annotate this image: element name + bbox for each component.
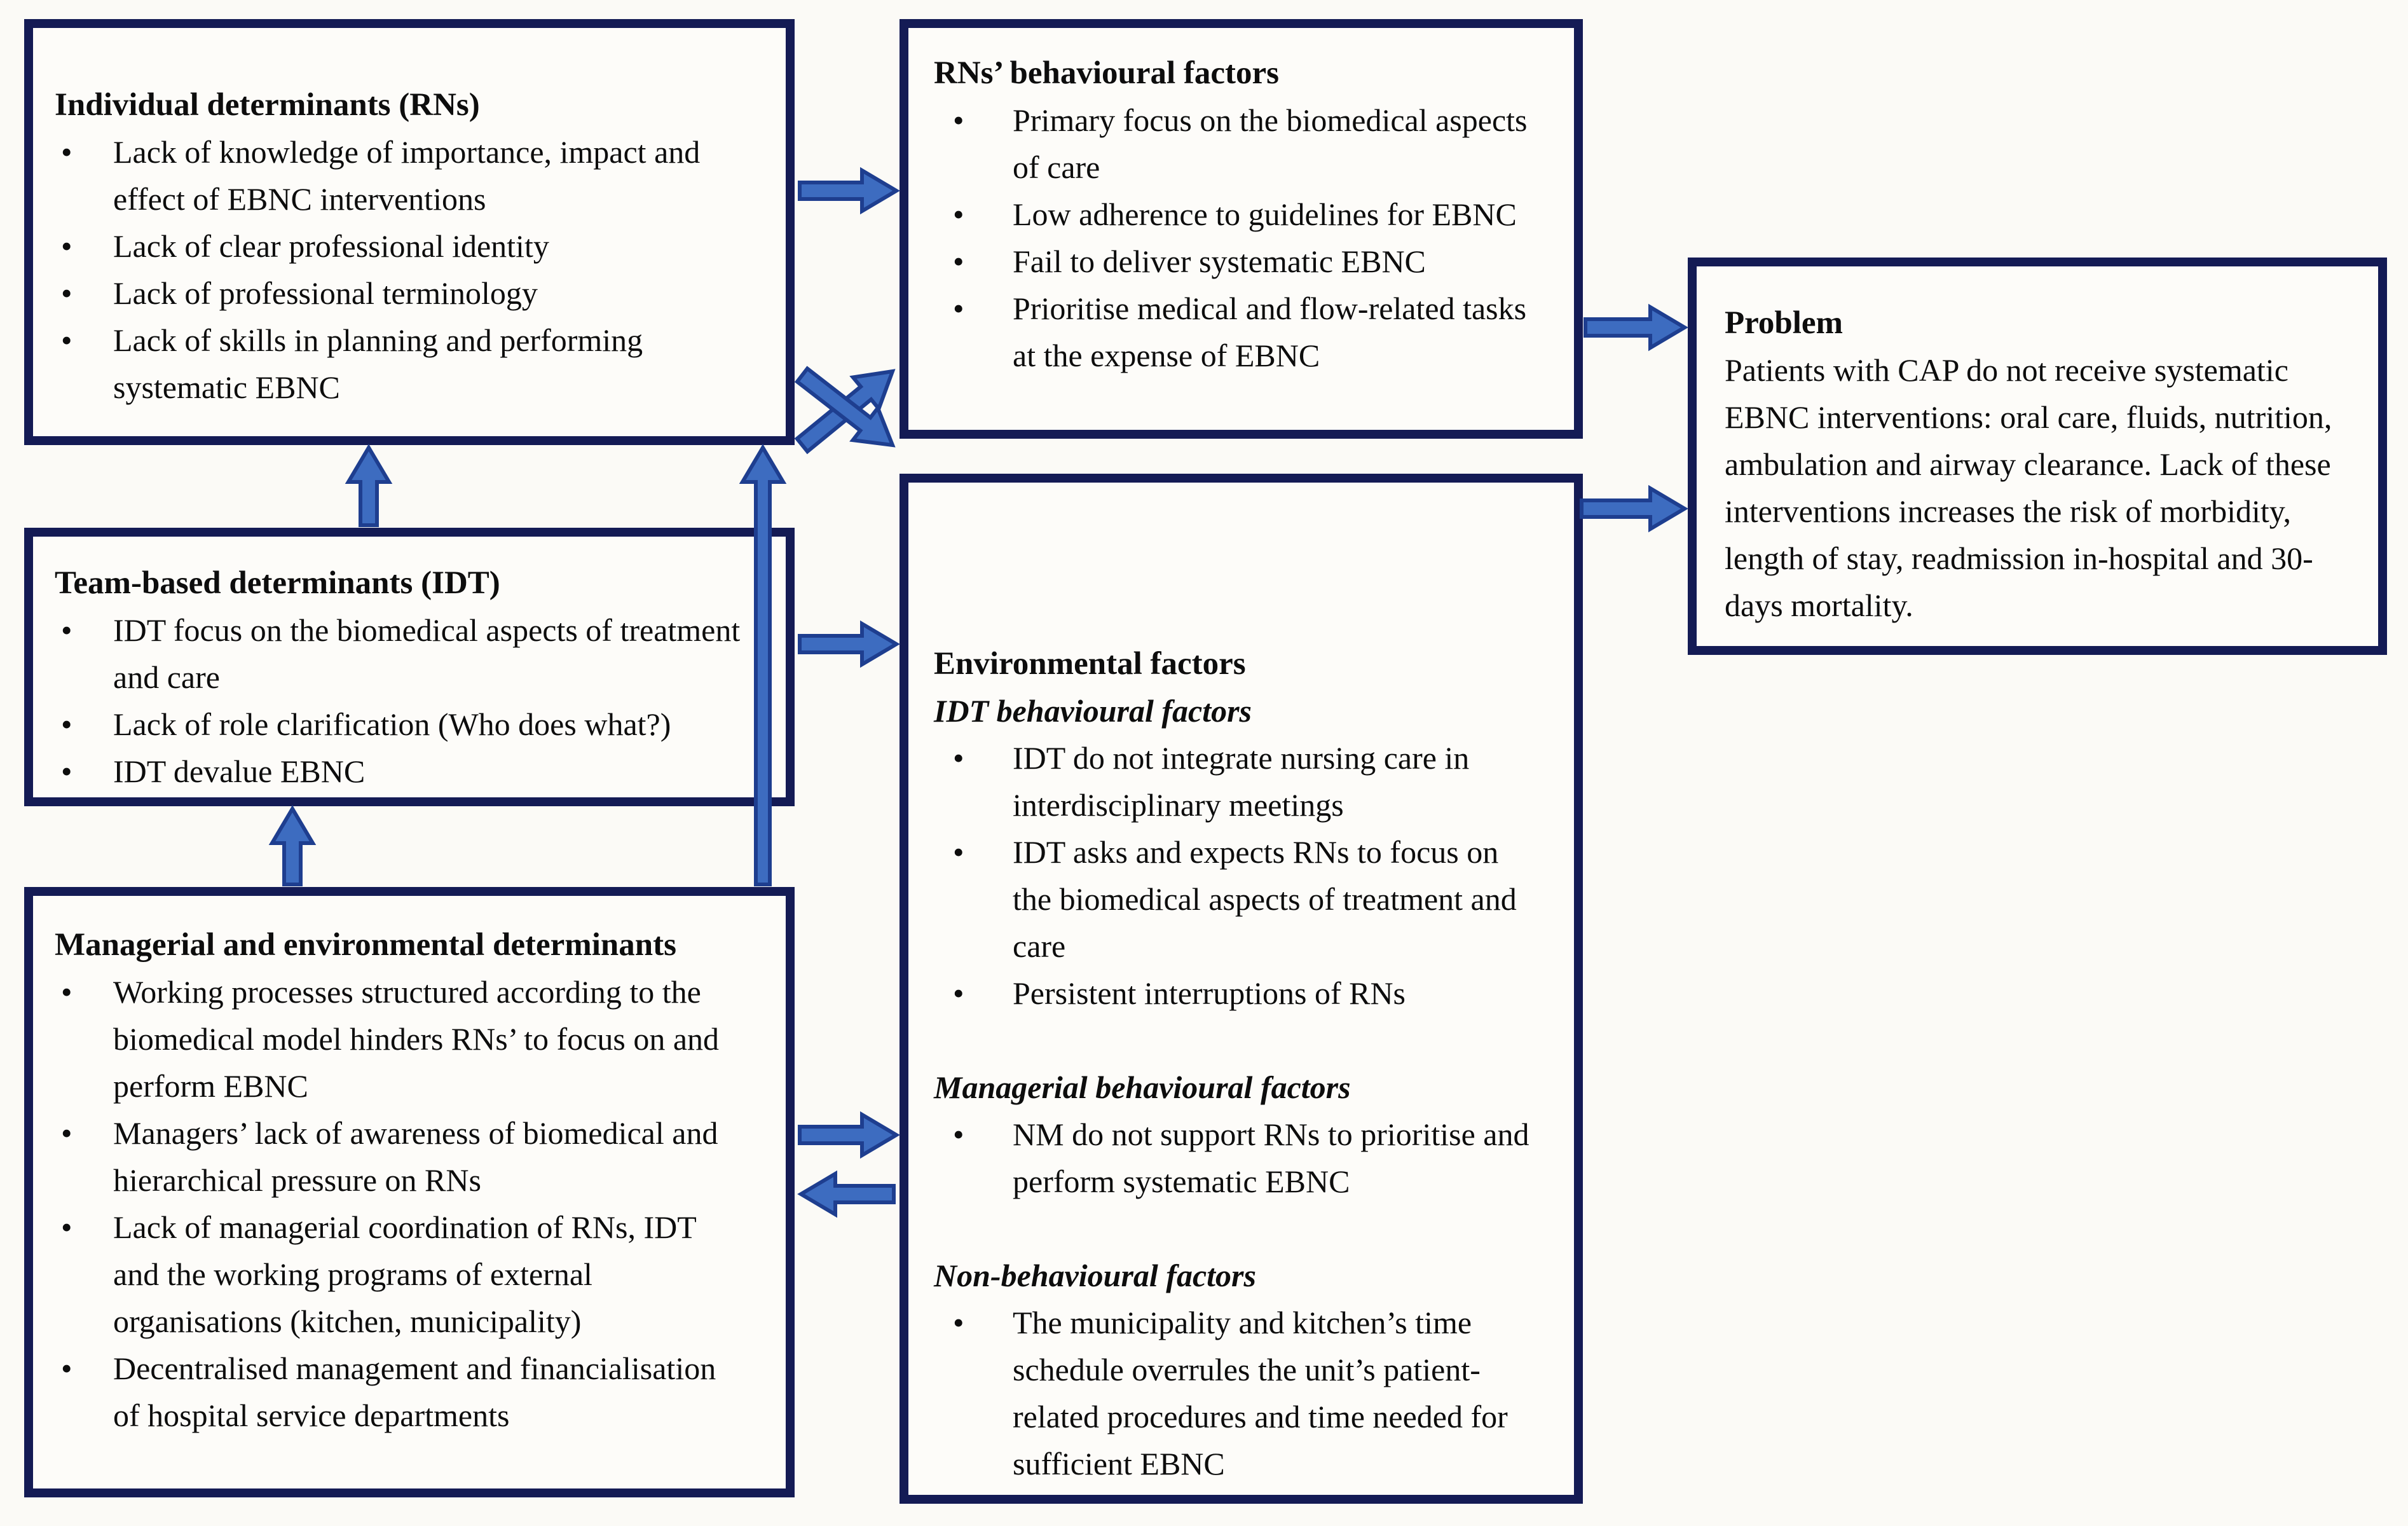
non-behavioural-list: The municipality and kitchen’s time sche…	[934, 1299, 1542, 1487]
bullet-item: Fail to deliver systematic EBNC	[934, 238, 1536, 285]
bullet-item: NM do not support RNs to prioritise and …	[934, 1111, 1542, 1205]
managerial-determinants-box: Managerial and environmental determinant…	[24, 887, 795, 1497]
environmental-factors-title: Environmental factors	[934, 646, 1246, 682]
bullet-item: Low adherence to guidelines for EBNC	[934, 191, 1536, 238]
bullet-item: Decentralised management and financialis…	[55, 1345, 748, 1439]
environmental-factors-box: Environmental factors IDT behavioural fa…	[900, 474, 1583, 1504]
bullet-item: Prioritise medical and flow-related task…	[934, 285, 1536, 379]
rns-behavioural-factors-box: RNs’ behavioural factors Primary focus o…	[900, 19, 1583, 439]
team-determinants-title: Team-based determinants (IDT)	[55, 565, 500, 601]
managerial-determinants-title: Managerial and environmental determinant…	[55, 927, 676, 963]
bullet-item: Lack of clear professional identity	[55, 223, 722, 270]
arrow-rns-to-problem	[1584, 303, 1688, 352]
bullet-item: IDT devalue EBNC	[55, 748, 748, 795]
section-spacer	[934, 1205, 1542, 1252]
bullet-item: IDT do not integrate nursing care in int…	[934, 734, 1542, 828]
bullet-item: IDT focus on the biomedical aspects of t…	[55, 607, 748, 701]
team-determinants-list: IDT focus on the biomedical aspects of t…	[55, 607, 748, 795]
arrow-team-to-individual	[345, 444, 393, 527]
arrow-cross-up-to-rns	[794, 369, 896, 455]
bullet-item: Primary focus on the biomedical aspects …	[934, 97, 1536, 191]
bullet-item: Lack of managerial coordination of RNs, …	[55, 1204, 748, 1345]
managerial-behavioural-heading: Managerial behavioural factors	[934, 1069, 1351, 1105]
rns-behavioural-factors-list: Primary focus on the biomedical aspects …	[934, 97, 1536, 379]
bullet-item: Lack of knowledge of importance, impact …	[55, 128, 722, 223]
arrow-cross-down-to-env	[794, 366, 896, 448]
managerial-behavioural-list: NM do not support RNs to prioritise and …	[934, 1111, 1542, 1205]
problem-box: Problem Patients with CAP do not receive…	[1688, 258, 2387, 655]
idt-behavioural-list: IDT do not integrate nursing care in int…	[934, 734, 1542, 1017]
rns-behavioural-factors-title: RNs’ behavioural factors	[934, 55, 1279, 91]
bullet-item: Lack of role clarification (Who does wha…	[55, 701, 748, 748]
bullet-item: Working processes structured according t…	[55, 968, 748, 1110]
individual-determinants-title: Individual determinants (RNs)	[55, 87, 480, 123]
managerial-behavioural-section: Managerial behavioural factors NM do not…	[934, 1064, 1542, 1205]
individual-determinants-box: Individual determinants (RNs) Lack of kn…	[24, 19, 795, 445]
arrow-env-to-problem	[1580, 485, 1688, 533]
individual-determinants-list: Lack of knowledge of importance, impact …	[55, 128, 722, 411]
arrow-managerial-to-team	[268, 805, 317, 886]
bullet-item: IDT asks and expects RNs to focus on the…	[934, 828, 1542, 970]
bullet-item: Managers’ lack of awareness of biomedica…	[55, 1110, 748, 1204]
team-determinants-box: Team-based determinants (IDT) IDT focus …	[24, 528, 795, 806]
section-spacer	[934, 1017, 1542, 1064]
bullet-item: Lack of skills in planning and performin…	[55, 317, 722, 411]
arrow-env-to-managerial	[797, 1170, 896, 1218]
arrow-team-to-env	[798, 620, 900, 668]
bullet-item: Persistent interruptions of RNs	[934, 970, 1542, 1017]
non-behavioural-heading: Non-behavioural factors	[934, 1258, 1256, 1293]
idt-behavioural-heading: IDT behavioural factors	[934, 693, 1252, 729]
bullet-item: The municipality and kitchen’s time sche…	[934, 1299, 1542, 1487]
arrow-managerial-to-env	[798, 1111, 900, 1159]
problem-title: Problem	[1725, 305, 1844, 341]
arrow-individual-to-rns	[798, 167, 900, 215]
problem-body: Patients with CAP do not receive systema…	[1725, 352, 2332, 623]
idt-behavioural-section: IDT behavioural factors IDT do not integ…	[934, 687, 1542, 1017]
bullet-item: Lack of professional terminology	[55, 270, 722, 317]
non-behavioural-section: Non-behavioural factors The municipality…	[934, 1252, 1542, 1487]
managerial-determinants-list: Working processes structured according t…	[55, 968, 748, 1439]
